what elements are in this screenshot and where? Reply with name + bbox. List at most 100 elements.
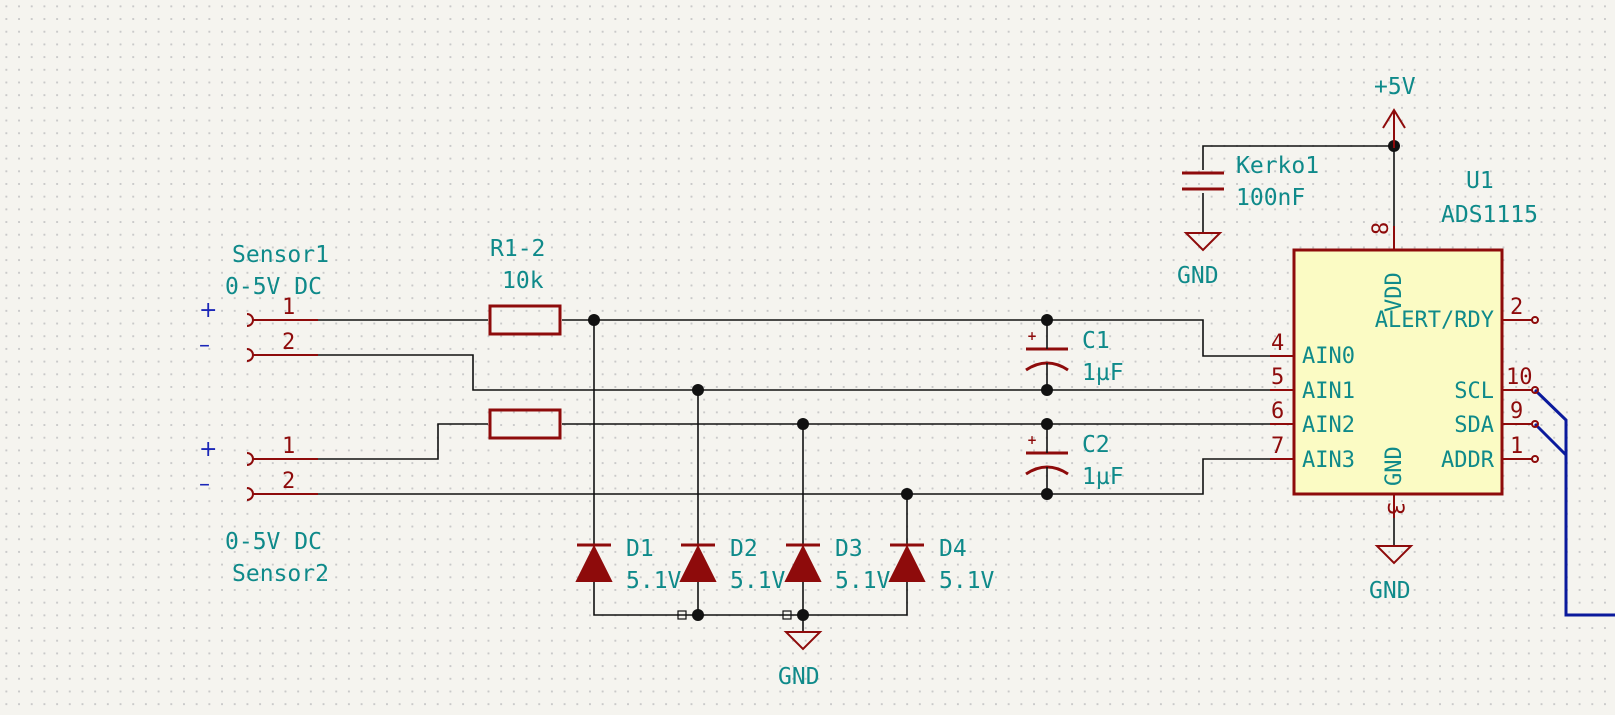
sensor1-plus: +: [199, 298, 217, 323]
zener-diode-icon: [784, 544, 822, 582]
d1-ref: D1: [626, 536, 654, 562]
sensor1-pin1: 1: [282, 295, 295, 320]
d2-ref: D2: [730, 536, 758, 562]
capacitor-kerko1[interactable]: Kerko1 100nF: [1182, 153, 1319, 211]
wire-ain1[interactable]: [318, 354, 1294, 391]
junction-anode-d3: [797, 609, 809, 621]
i2c-bus: [1533, 388, 1615, 617]
gnd-symbol-ic[interactable]: GND: [1369, 545, 1414, 604]
pin-end-icon: [1531, 455, 1539, 463]
capacitor-c2[interactable]: + C2 1µF: [1025, 432, 1124, 490]
c2-value: 1µF: [1082, 464, 1124, 490]
bus-sda[interactable]: [1533, 422, 1568, 457]
d1-value: 5.1V: [626, 568, 682, 594]
wire-diode-anodes[interactable]: [593, 580, 908, 616]
d3-ref: D3: [835, 536, 863, 562]
d2-value: 5.1V: [730, 568, 786, 594]
pin-gnd-num: 3: [1382, 502, 1407, 515]
pin-ain0-num: 4: [1271, 331, 1284, 356]
pin-socket-icon: [246, 487, 254, 501]
d4-value: 5.1V: [939, 568, 995, 594]
resistor-r1[interactable]: R1-2 10k: [488, 236, 562, 336]
pin-socket-icon: [246, 313, 254, 327]
gnd-symbol-diodes[interactable]: GND: [778, 631, 823, 690]
resistor-value: 10k: [502, 268, 544, 294]
pin-end-icon: [1531, 316, 1539, 324]
resistor-ref: R1-2: [490, 236, 545, 262]
pin-ain1-num: 5: [1271, 365, 1284, 390]
zener-diode-icon: [575, 544, 613, 582]
pin-alert-name: ALERT/RDY: [1375, 308, 1494, 333]
ic-u1[interactable]: U1 ADS1115 8 VDD GND 3 4 AIN0 5 AIN1 6 A…: [1270, 168, 1539, 518]
sensor2-pin1: 1: [282, 434, 295, 459]
diode-d2[interactable]: D2 5.1V: [679, 536, 786, 594]
ic-value: ADS1115: [1441, 202, 1538, 228]
junctions: [588, 140, 1400, 621]
d4-ref: D4: [939, 536, 967, 562]
pin-socket-icon: [246, 348, 254, 362]
connector-sensor1[interactable]: Sensor1 0-5V DC + – 1 2: [199, 242, 329, 362]
zener-diode-icon: [888, 544, 926, 582]
sensor2-plus: +: [199, 437, 217, 462]
wire-ain3[interactable]: [318, 458, 1294, 495]
zener-diode-icon: [679, 544, 717, 582]
ground-icon: [1183, 232, 1223, 252]
pin-gnd-name: GND: [1382, 446, 1407, 486]
pin-addr-num: 1: [1510, 434, 1523, 459]
pin-ain2-name: AIN2: [1302, 413, 1355, 438]
pin-ain1-name: AIN1: [1302, 379, 1355, 404]
sensor2-range: 0-5V DC: [225, 529, 322, 555]
ground-icon: [783, 631, 823, 651]
connector-sensor2[interactable]: + – 1 2 0-5V DC Sensor2: [199, 434, 329, 587]
pin-alert-num: 2: [1510, 295, 1523, 320]
junction-ain3-d4: [901, 488, 913, 500]
junction-ain0-c1: [1041, 314, 1053, 326]
capacitor-c1[interactable]: + C1 1µF: [1025, 328, 1124, 386]
wire-end-marker: [677, 610, 687, 620]
bus-scl[interactable]: [1533, 388, 1615, 617]
pin-sda-name: SDA: [1454, 413, 1494, 438]
pin-vdd-name: VDD: [1382, 272, 1407, 312]
vcc-symbol[interactable]: +5V: [1374, 74, 1416, 148]
sensor1-pin2: 2: [282, 330, 295, 355]
pin-sda-num: 9: [1510, 399, 1523, 424]
wire-kerko-top[interactable]: [1202, 145, 1394, 170]
cap-plus-icon: +: [1027, 329, 1037, 343]
d3-value: 5.1V: [835, 568, 891, 594]
sensor1-range: 0-5V DC: [225, 274, 322, 300]
sensor1-minus: –: [199, 333, 210, 358]
pin-ain2-num: 6: [1271, 399, 1284, 424]
pin-end-icon: [1531, 420, 1539, 428]
junction-anode-d2: [692, 609, 704, 621]
resistor-body-icon: [488, 408, 562, 440]
gnd-label: GND: [778, 664, 820, 690]
pin-vdd-num: 8: [1369, 222, 1394, 235]
resistor-r2[interactable]: [488, 408, 562, 440]
diode-d4[interactable]: D4 5.1V: [888, 536, 995, 594]
pin-ain3-name: AIN3: [1302, 448, 1355, 473]
ground-icon: [1374, 545, 1414, 565]
vcc-label: +5V: [1374, 74, 1416, 100]
wire-s2p1-r2[interactable]: [318, 423, 488, 460]
junction-ain0-d1: [588, 314, 600, 326]
gnd-symbol-kerko[interactable]: GND: [1177, 232, 1223, 289]
pin-ain0-name: AIN0: [1302, 344, 1355, 369]
vcc-arrow-icon: [1382, 108, 1406, 148]
wire-ain0[interactable]: [562, 319, 1294, 357]
sensor2-name: Sensor2: [232, 561, 329, 587]
diode-d1[interactable]: D1 5.1V: [575, 536, 682, 594]
c2-ref: C2: [1082, 432, 1110, 458]
pin-scl-name: SCL: [1454, 379, 1494, 404]
kerko1-ref: Kerko1: [1236, 153, 1319, 179]
pin-ain3-num: 7: [1271, 434, 1284, 459]
sensor1-name: Sensor1: [232, 242, 329, 268]
c1-value: 1µF: [1082, 360, 1124, 386]
junction-ain2-d3: [797, 418, 809, 430]
junction-ain3-c2: [1041, 488, 1053, 500]
wires: [318, 145, 1395, 632]
gnd-label: GND: [1177, 263, 1219, 289]
diode-d3[interactable]: D3 5.1V: [784, 536, 891, 594]
pin-socket-icon: [246, 452, 254, 466]
junction-ain1-d2: [692, 384, 704, 396]
